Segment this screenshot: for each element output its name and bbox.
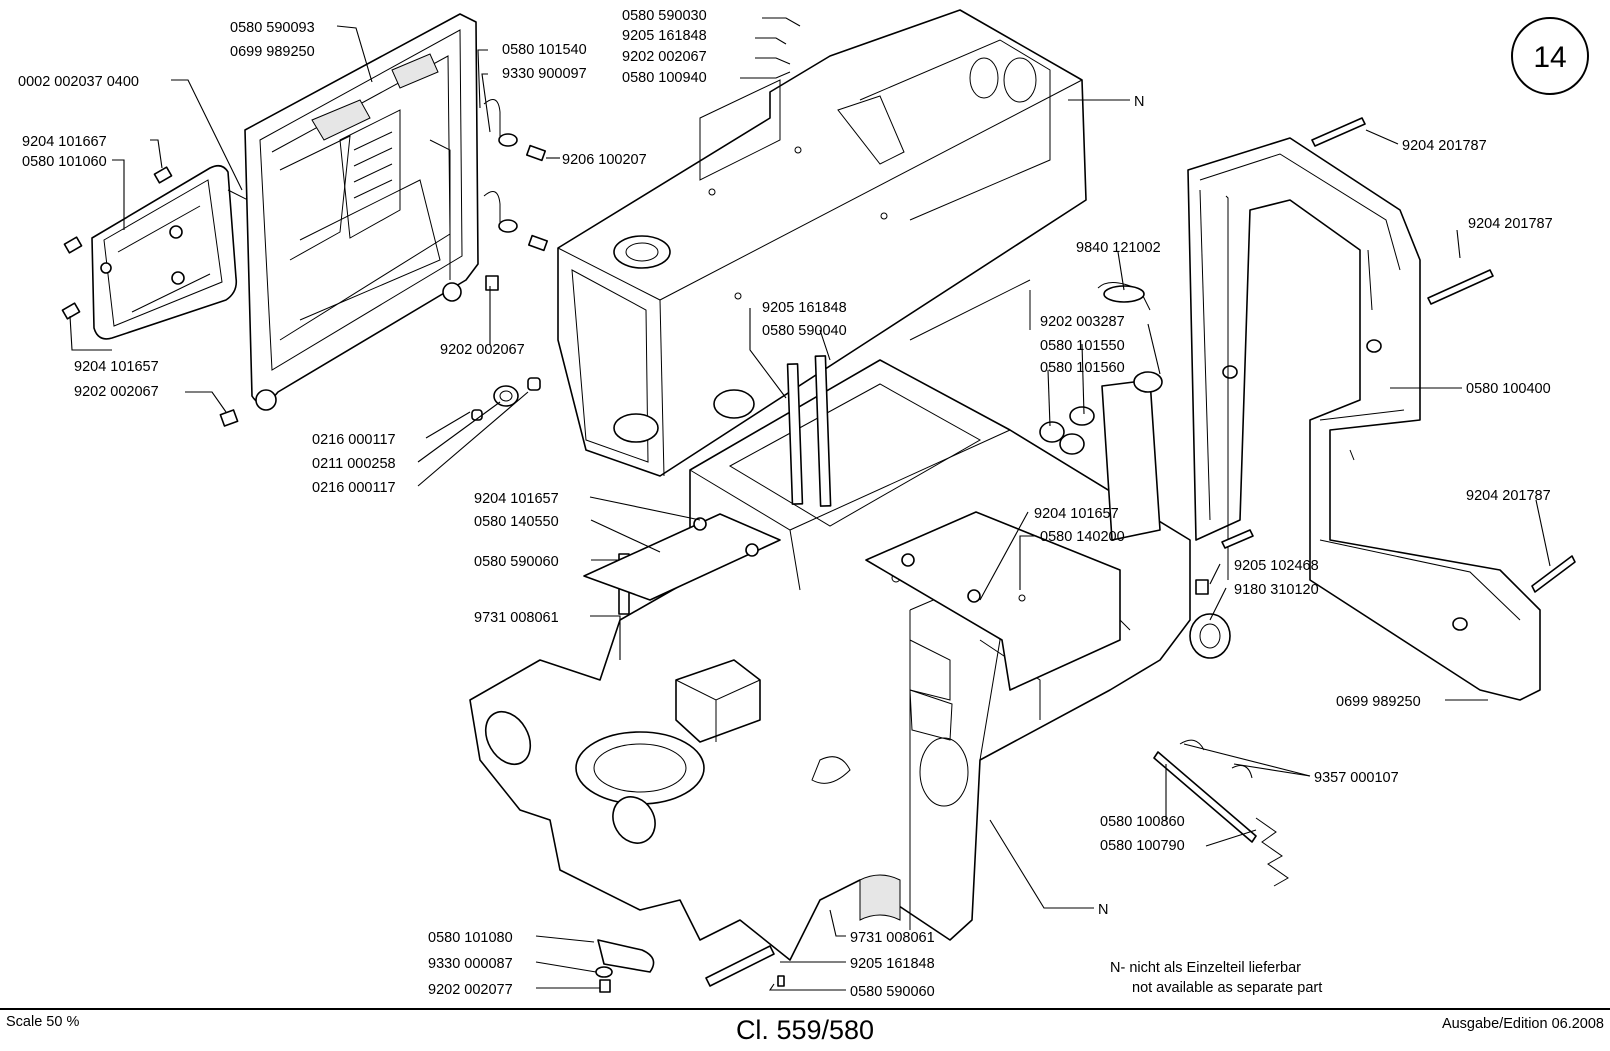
scale-label: Scale 50 % <box>6 1014 80 1030</box>
belt-cover <box>1187 137 1541 701</box>
bed-casting <box>469 359 1191 961</box>
callout-label: 9731 008061 <box>850 930 935 946</box>
callout-label: 0580 590060 <box>850 984 935 1000</box>
callout-label: 9205 161848 <box>762 300 847 316</box>
callout-label: 9840 121002 <box>1076 240 1161 256</box>
callout-label: 0580 100790 <box>1100 838 1185 854</box>
callout-label: 0580 101560 <box>1040 360 1125 376</box>
callout-label: 0699 989250 <box>1336 694 1421 710</box>
page-number: 14 <box>1533 41 1566 74</box>
rod-and-spring <box>1153 739 1289 887</box>
callout-label: 0002 002037 0400 <box>18 74 139 90</box>
callout-labels: 0580 590093 0699 989250 0002 002037 0400… <box>18 8 1553 1000</box>
callout-label: 0580 590030 <box>622 8 707 24</box>
callout-label: 9204 201787 <box>1402 138 1487 154</box>
callout-label: 9330 900097 <box>502 66 587 82</box>
bushing-parts <box>471 377 541 421</box>
callout-label: 9204 201787 <box>1466 488 1551 504</box>
callout-label: 0216 000117 <box>312 480 396 496</box>
callout-label: 9357 000107 <box>1314 770 1399 786</box>
model-title: Cl. 559/580 <box>735 1015 875 1045</box>
rear-cover-plate <box>91 164 251 340</box>
callout-label: 9202 002067 <box>74 384 159 400</box>
callout-label: 9204 101657 <box>474 491 559 507</box>
callout-label: 0580 590093 <box>230 20 315 36</box>
callout-label: 9205 161848 <box>850 956 935 972</box>
callout-label: 9202 002067 <box>440 342 525 358</box>
callout-label: N <box>1134 94 1144 110</box>
callout-label: 9205 102468 <box>1234 558 1319 574</box>
edition-label: Ausgabe/Edition 06.2008 <box>1441 1016 1604 1032</box>
callout-label: 9204 201787 <box>1468 216 1553 232</box>
callout-label: 0580 100860 <box>1100 814 1185 830</box>
cover-frame <box>244 13 479 411</box>
callout-label: 0580 590040 <box>762 323 847 339</box>
footer-rule <box>0 1008 1610 1010</box>
cover-plate-left <box>583 513 781 601</box>
cover-plate-right <box>865 511 1121 691</box>
callout-label: 0580 100400 <box>1466 381 1551 397</box>
callout-label: 0580 140200 <box>1040 529 1125 545</box>
callout-label: 0580 101550 <box>1040 338 1125 354</box>
long-screws <box>1189 117 1576 659</box>
callout-label: 0580 100940 <box>622 70 707 86</box>
callout-label: 0580 140550 <box>474 514 559 530</box>
arm-housing <box>557 9 1087 477</box>
callout-label: 0580 590060 <box>474 554 559 570</box>
legend-note: N- nicht als Einzelteil lieferbar not av… <box>1110 960 1322 996</box>
callout-label: 9180 310120 <box>1234 582 1319 598</box>
callout-label: 9731 008061 <box>474 610 559 626</box>
note-line-english: not available as separate part <box>1132 980 1322 996</box>
page-number-badge: 14 <box>1511 17 1589 95</box>
cover-hinges <box>219 99 549 427</box>
callout-label: N <box>1098 902 1108 918</box>
callout-label: 9202 002077 <box>428 982 513 998</box>
callout-label: 9204 101667 <box>22 134 107 150</box>
bottom-bracket <box>595 939 785 993</box>
callout-label: 0580 101060 <box>22 154 107 170</box>
callout-label: 0580 101540 <box>502 42 587 58</box>
callout-label: 0216 000117 <box>312 432 396 448</box>
callout-label: 9206 100207 <box>562 152 647 168</box>
note-line-german: N- nicht als Einzelteil lieferbar <box>1110 960 1301 976</box>
screw-9204-101667 <box>61 166 173 320</box>
callout-label: 9204 101657 <box>1034 506 1119 522</box>
callout-label: 0211 000258 <box>312 456 396 472</box>
callout-label: 0580 101080 <box>428 930 513 946</box>
callout-label: 9204 101657 <box>74 359 159 375</box>
callout-label: 9202 002067 <box>622 49 707 65</box>
bracket <box>1039 282 1163 541</box>
callout-label: 0699 989250 <box>230 44 315 60</box>
leader-lines <box>69 17 1551 991</box>
callout-label: 9205 161848 <box>622 28 707 44</box>
callout-label: 9202 003287 <box>1040 314 1125 330</box>
callout-label: 9330 000087 <box>428 956 513 972</box>
